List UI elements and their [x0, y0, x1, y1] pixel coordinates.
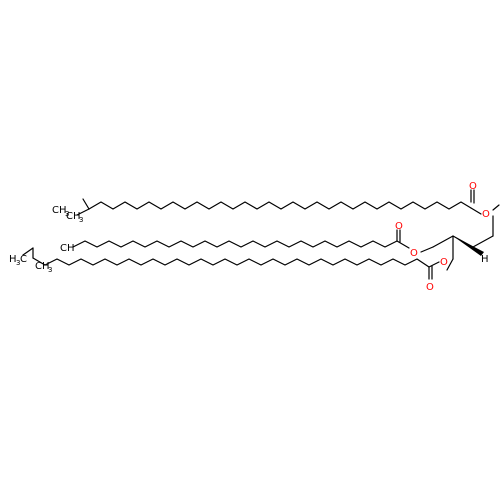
bottom-chain-zigzag — [44, 258, 430, 268]
svg-text:3: 3 — [16, 259, 20, 267]
middle-chain-ch3-label: CH — [60, 243, 75, 254]
bottom-carbonyl-o-label: O — [426, 282, 434, 293]
bottom-ester-o-bond — [428, 261, 440, 268]
stereo-wedge — [453, 236, 484, 256]
svg-text:H: H — [9, 254, 17, 265]
bottom-ether-o-label: O — [440, 257, 448, 268]
bottom-ester-group — [428, 261, 440, 280]
top-acyl-chain — [76, 198, 472, 216]
middle-carbonyl-o-label: O — [395, 221, 403, 232]
bottom-chain-h3c-label: H 3 C — [9, 254, 27, 267]
bottom-chain-methyl-bond — [22, 247, 34, 256]
svg-text:CH: CH — [60, 243, 75, 254]
top-chain-ch3-label: CH 3 — [66, 211, 83, 224]
middle-ether-o-label: O — [410, 248, 418, 259]
middle-chain-zigzag — [72, 240, 398, 248]
top-chain-branch-bond-2 — [82, 198, 90, 210]
svg-text:CH: CH — [66, 211, 81, 222]
atom-labels: O O O O O O H CH 3 CH 3 CH H 3 C CH 3 — [9, 181, 490, 293]
bottom-chain-ch3-label: CH 3 — [35, 261, 52, 274]
top-chain-branch-ch3-label: CH 3 — [52, 205, 69, 218]
top-ether-o-label: O — [482, 209, 490, 220]
svg-text:CH: CH — [35, 261, 50, 272]
svg-text:CH: CH — [52, 205, 67, 216]
glycerol-backbone — [432, 215, 494, 271]
bottom-chain-branch-bond — [32, 257, 46, 266]
svg-text:C: C — [20, 254, 27, 265]
middle-ester-ch2-bond — [420, 246, 434, 253]
svg-text:3: 3 — [48, 266, 52, 274]
backbone-bond-3 — [472, 235, 494, 248]
backbone-bond-6 — [446, 258, 454, 271]
backbone-bond-1 — [432, 235, 454, 248]
bottom-acyl-chain — [22, 247, 430, 268]
svg-text:3: 3 — [79, 216, 83, 224]
top-ester-group — [470, 189, 500, 215]
stereo-h-label: H — [481, 254, 489, 265]
top-ester-ch2-bond — [492, 204, 500, 211]
middle-ester-o-bond — [396, 240, 410, 249]
svg-text:3: 3 — [65, 210, 69, 218]
middle-ester-group — [396, 229, 434, 253]
top-carbonyl-o-label: O — [469, 181, 477, 192]
top-chain-zigzag — [88, 201, 472, 210]
top-chain-branch-bond — [76, 208, 90, 216]
top-ester-o-bond — [470, 207, 482, 215]
middle-acyl-chain — [72, 240, 398, 248]
